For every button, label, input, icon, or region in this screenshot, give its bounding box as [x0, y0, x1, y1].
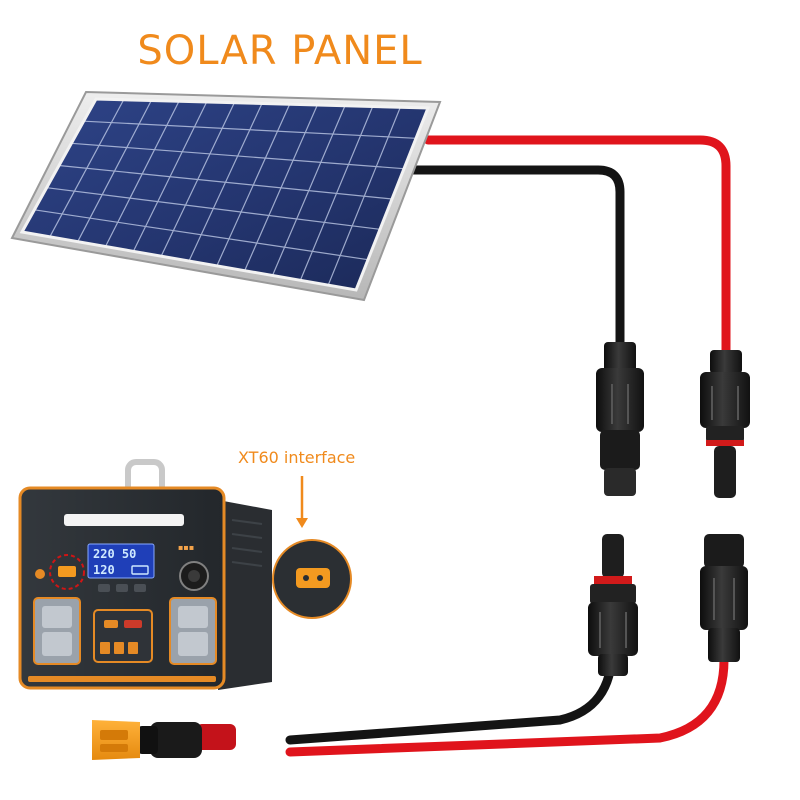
lcd-bottom-reading: 120	[93, 563, 115, 577]
panel-cell-divider	[58, 164, 393, 200]
power-station-icon: 220 50 120	[18, 459, 272, 690]
red-cable-top	[423, 135, 731, 359]
panel-cell-divider	[34, 209, 369, 261]
xt60-callout	[272, 476, 352, 619]
usb-panel	[93, 609, 153, 663]
lcd-top-reading: 220 50	[93, 547, 136, 561]
y-adapter-red-sleeve	[196, 724, 236, 750]
black-cable-bottom	[285, 645, 617, 745]
panel-cell-divider	[46, 187, 381, 230]
lcd-display	[87, 543, 155, 579]
black-cable-top	[403, 165, 625, 351]
panel-cell-divider	[83, 120, 417, 139]
xt60-plug-icon	[92, 720, 202, 760]
mc4-connector-icon-bottom	[588, 534, 748, 676]
red-cable-bottom	[285, 655, 729, 757]
solar-panel-icon	[10, 90, 442, 302]
page-title: SOLAR PANEL	[137, 28, 423, 74]
mc4-connector-icon	[596, 342, 750, 498]
xt60-highlight-ring	[49, 554, 85, 590]
led-light-bar	[64, 514, 184, 526]
brand-badge: ▪▪▪	[178, 543, 194, 552]
xt60-port-station	[58, 566, 76, 577]
power-button	[35, 569, 45, 579]
panel-cell-divider	[71, 142, 405, 170]
cable-group	[196, 135, 731, 757]
xt60-callout-label: XT60 interface	[238, 448, 356, 467]
